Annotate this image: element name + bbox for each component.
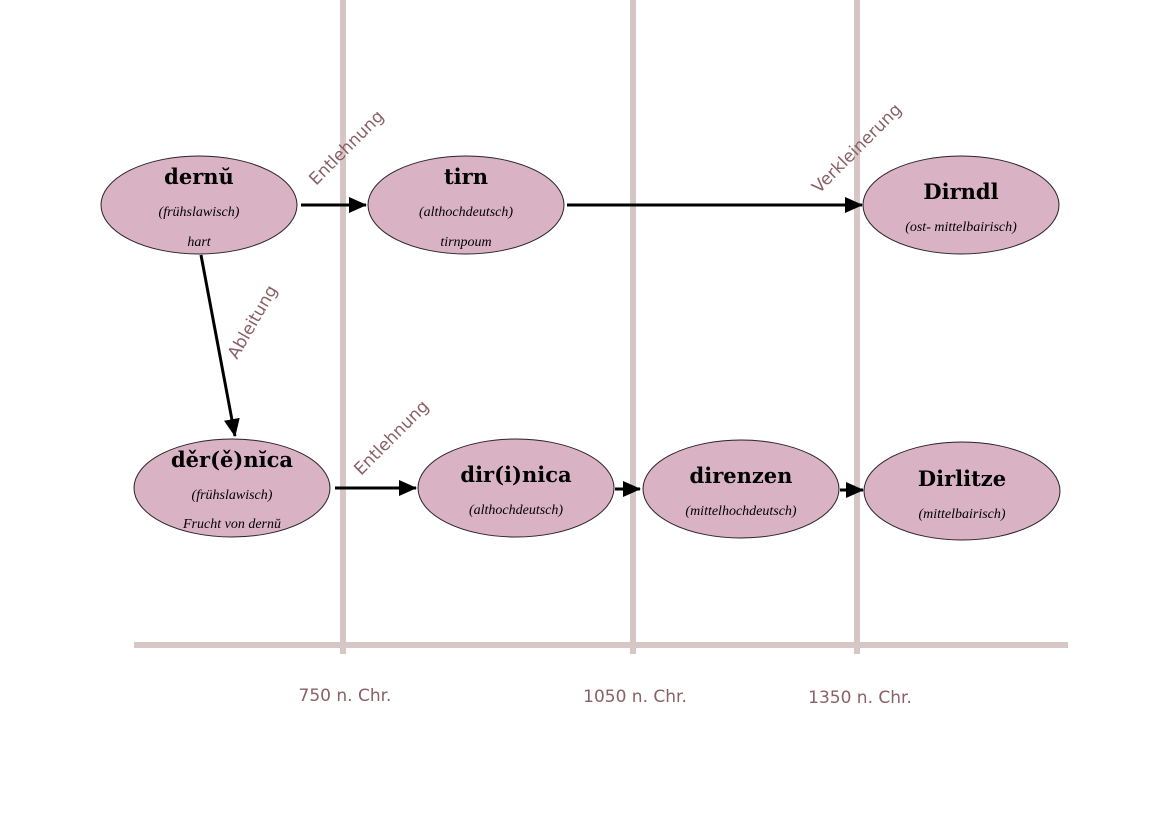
- node-dirlitze-language: (mittelbairisch): [918, 507, 1005, 522]
- timeline-label-1050: 1050 n. Chr.: [583, 687, 687, 707]
- node-dirinica-title: dir(i)nica: [460, 462, 572, 487]
- edge-label-entlehnung-bottom: Entlehnung: [350, 397, 433, 480]
- edge-label-entlehnung-top: Entlehnung: [305, 107, 388, 190]
- node-dernu-language: (frühslawisch): [159, 205, 240, 220]
- node-derenica: děr(ě)nĭca (frühslawisch) Frucht von der…: [133, 438, 331, 538]
- node-dernu-note: hart: [187, 235, 211, 250]
- node-dernu-title: dernŭ: [164, 164, 234, 189]
- node-tirn-language: (althochdeutsch): [419, 205, 513, 220]
- node-dirinica: dir(i)nica (althochdeutsch): [417, 438, 615, 538]
- node-tirn-note: tirnpoum: [440, 235, 491, 250]
- node-direnzen: direnzen (mittelhochdeutsch): [642, 439, 840, 539]
- node-derenica-language: (frühslawisch): [192, 488, 273, 503]
- node-derenica-title: děr(ě)nĭca: [171, 447, 293, 472]
- timeline-label-750: 750 n. Chr.: [299, 686, 392, 706]
- timeline: 750 n. Chr. 1050 n. Chr. 1350 n. Chr.: [134, 0, 1068, 708]
- node-dernu-shape: [100, 155, 298, 255]
- edge-dernu-derenica: [199, 254, 240, 437]
- timeline-label-1350: 1350 n. Chr.: [808, 688, 912, 708]
- node-tirn-shape: [367, 155, 565, 255]
- node-dirndl-title: Dirndl: [923, 179, 998, 204]
- node-dirndl-language: (ost- mittelbairisch): [905, 220, 1017, 235]
- node-dirndl-shape: [862, 155, 1060, 255]
- node-dirinica-shape: [417, 438, 615, 538]
- node-dernu: dernŭ (frühslawisch) hart: [100, 155, 298, 255]
- node-derenica-note: Frucht von dernŭ: [182, 517, 281, 532]
- node-dirlitze-shape: [863, 441, 1061, 541]
- edges: Entlehnung Verkleinerung Ableitung Entle…: [199, 100, 906, 498]
- edge-label-ableitung: Ableitung: [224, 282, 282, 362]
- node-dirlitze: Dirlitze (mittelbairisch): [863, 441, 1061, 541]
- node-direnzen-title: direnzen: [690, 463, 793, 488]
- node-dirinica-language: (althochdeutsch): [469, 503, 563, 518]
- node-direnzen-shape: [642, 439, 840, 539]
- node-direnzen-language: (mittelhochdeutsch): [685, 504, 797, 519]
- node-tirn-title: tirn: [444, 164, 488, 189]
- node-dirlitze-title: Dirlitze: [918, 466, 1006, 491]
- node-derenica-shape: [133, 438, 331, 538]
- node-tirn: tirn (althochdeutsch) tirnpoum: [367, 155, 565, 255]
- node-dirndl: Dirndl (ost- mittelbairisch): [862, 155, 1060, 255]
